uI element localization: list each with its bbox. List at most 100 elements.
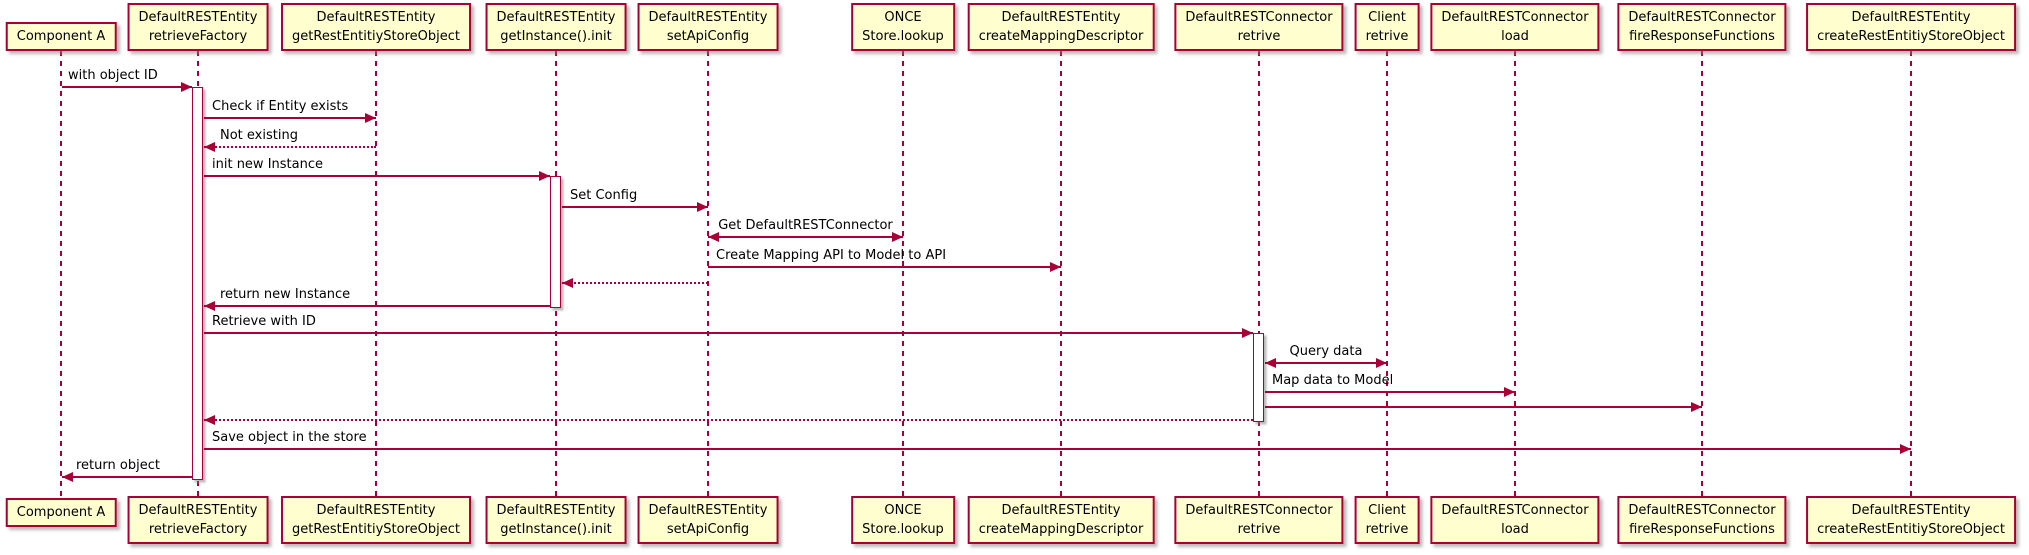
participant-label: getInstance().init (500, 522, 612, 537)
message-line (204, 305, 550, 307)
participant-label: Store.lookup (862, 29, 944, 44)
activation-bar-default-rest-connector-retrive (1253, 333, 1264, 422)
arrowhead-icon (204, 142, 215, 152)
message-label: Retrieve with ID (212, 314, 316, 329)
participant-label: DefaultRESTEntity (138, 503, 258, 518)
participant-label: setApiConfig (666, 29, 750, 44)
activation-bar-retrieve-factory (192, 87, 203, 480)
arrowhead-icon (204, 301, 215, 311)
message-line (204, 332, 1253, 334)
lifeline-default-rest-connector-retrive (1258, 51, 1260, 496)
message-line (562, 282, 708, 284)
participant-bottom-client-retrive: Client retrive (1354, 496, 1420, 544)
participant-label: getInstance().init (500, 29, 612, 44)
message-label: return new Instance (220, 287, 351, 302)
participant-label: DefaultRESTEntity (316, 10, 436, 25)
arrowhead-icon (562, 278, 573, 288)
participant-label: retrieveFactory (148, 29, 248, 44)
activation-bar-get-instance-init (550, 176, 561, 308)
participant-label: DefaultRESTEntity (1851, 503, 1971, 518)
participant-label: createRestEntitiyStoreObject (1817, 29, 2005, 44)
arrowhead-icon (365, 113, 376, 123)
arrowhead-icon (1504, 387, 1515, 397)
participant-label: retrieveFactory (148, 522, 248, 537)
arrowhead-icon (708, 232, 719, 242)
participant-label: retrive (1237, 522, 1281, 537)
arrowhead-icon (62, 472, 73, 482)
lifeline-default-rest-connector-load (1514, 51, 1516, 496)
message-label: Set Config (570, 188, 638, 203)
participant-top-component-a: Component A (5, 22, 117, 51)
arrowhead-icon (1900, 444, 1911, 454)
participant-label: createMappingDescriptor (978, 29, 1144, 44)
message-line (204, 419, 1253, 421)
participant-bottom-retrieve-factory: DefaultRESTEntity retrieveFactory (127, 496, 269, 544)
message-label: Get DefaultRESTConnector (718, 218, 893, 233)
lifeline-once-store-lookup (902, 51, 904, 496)
participant-label: ONCE (884, 10, 922, 25)
message-line (708, 236, 903, 238)
message-label: Save object in the store (212, 430, 367, 445)
arrowhead-icon (1265, 358, 1276, 368)
message-line (708, 266, 1061, 268)
arrowhead-icon (892, 232, 903, 242)
arrowhead-icon (204, 415, 215, 425)
participant-bottom-once-store-lookup: ONCE Store.lookup (851, 496, 955, 544)
message-line (204, 448, 1911, 450)
participant-label: DefaultRESTEntity (316, 503, 436, 518)
participant-label: DefaultRESTConnector (1185, 503, 1333, 518)
participant-label: DefaultRESTConnector (1441, 10, 1589, 25)
message-line (1265, 406, 1702, 408)
participant-label: Client (1368, 503, 1406, 518)
participant-label: createMappingDescriptor (978, 522, 1144, 537)
participant-label: getRestEntitiyStoreObject (292, 522, 460, 537)
message-label: with object ID (68, 68, 158, 83)
message-label: Map data to Model (1272, 373, 1394, 388)
participant-label: Store.lookup (862, 522, 944, 537)
participant-label: Client (1368, 10, 1406, 25)
participant-label: DefaultRESTEntity (496, 10, 616, 25)
message-line (204, 175, 550, 177)
participant-label: getRestEntitiyStoreObject (292, 29, 460, 44)
participant-label: DefaultRESTConnector (1628, 10, 1776, 25)
participant-label: DefaultRESTConnector (1628, 503, 1776, 518)
lifeline-create-mapping-descriptor (1060, 51, 1062, 496)
participant-label: DefaultRESTEntity (1001, 503, 1121, 518)
arrowhead-icon (1376, 358, 1387, 368)
lifeline-set-api-config (707, 51, 709, 496)
participant-bottom-create-mapping-descriptor: DefaultRESTEntity createMappingDescriptor (967, 496, 1155, 544)
arrowhead-icon (1050, 262, 1061, 272)
participant-top-get-rest-entitiy-store-object: DefaultRESTEntity getRestEntitiyStoreObje… (281, 3, 471, 51)
participant-label: retrive (1365, 29, 1409, 44)
participant-label: setApiConfig (666, 522, 750, 537)
participant-label: Component A (16, 29, 106, 44)
participant-bottom-get-rest-entitiy-store-object: DefaultRESTEntity getRestEntitiyStoreObje… (281, 496, 471, 544)
message-label: Query data (1289, 344, 1363, 359)
arrowhead-icon (1242, 328, 1253, 338)
message-label: Not existing (220, 128, 298, 143)
participant-label: retrive (1237, 29, 1281, 44)
message-label: return object (76, 458, 160, 473)
message-label: init new Instance (212, 157, 323, 172)
participant-top-get-instance-init: DefaultRESTEntity getInstance().init (485, 3, 627, 51)
participant-label: Component A (16, 505, 106, 520)
participant-top-client-retrive: Client retrive (1354, 3, 1420, 51)
message-line (1265, 362, 1387, 364)
arrowhead-icon (1691, 402, 1702, 412)
lifeline-get-rest-entitiy-store-object (375, 51, 377, 496)
message-line (562, 206, 708, 208)
arrowhead-icon (181, 82, 192, 92)
participant-label: fireResponseFunctions (1629, 522, 1775, 537)
participant-label: load (1501, 522, 1529, 537)
participant-label: ONCE (884, 503, 922, 518)
lifeline-create-rest-entitiy-store-object (1910, 51, 1912, 496)
participant-label: retrive (1365, 522, 1409, 537)
